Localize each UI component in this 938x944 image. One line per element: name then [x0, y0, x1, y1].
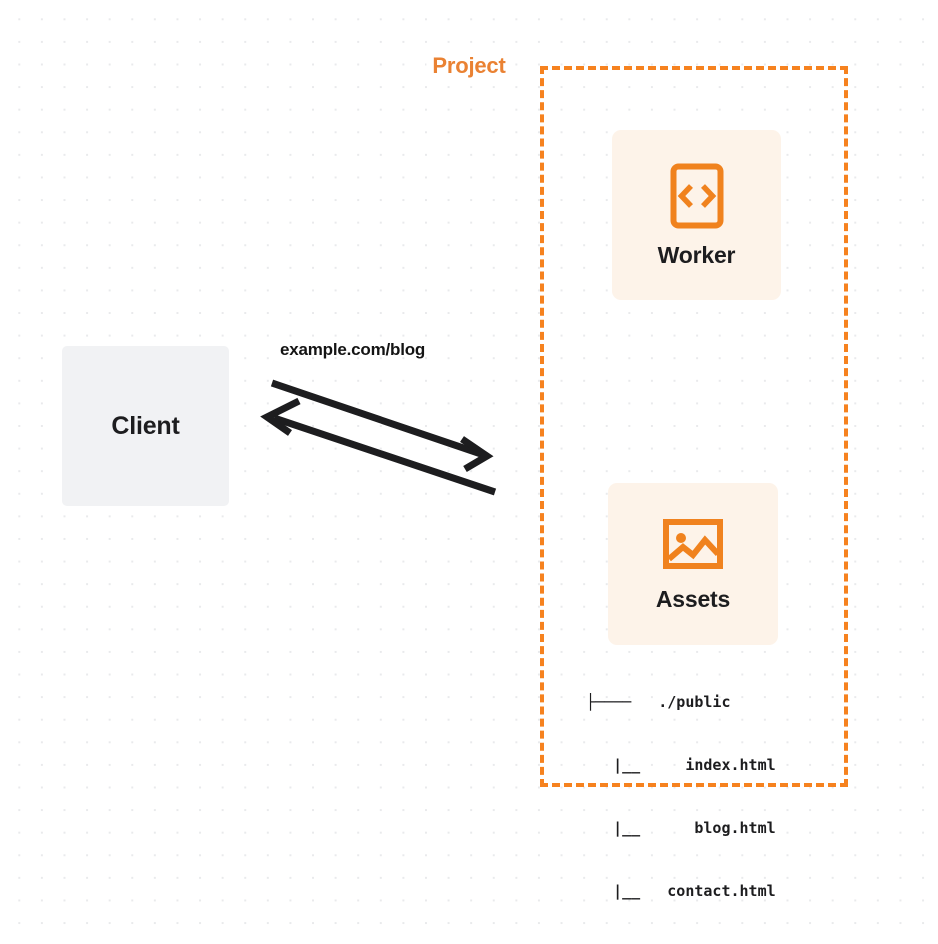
file-tree-row-blog: |__ blog.html [586, 819, 776, 837]
assets-node[interactable]: Assets [608, 483, 778, 645]
file-tree-row-contact: |__ contact.html [586, 882, 776, 900]
project-title: Project [426, 53, 512, 79]
file-tree: ├──── ./public |__ index.html |__ blog.h… [586, 650, 776, 944]
assets-label: Assets [655, 585, 731, 612]
client-label: Client [111, 411, 180, 440]
connector-label: example.com/blog [280, 340, 426, 359]
file-tree-row-index: |__ index.html [586, 756, 776, 774]
diagram-canvas: Client example.com/blog Project Worker [62, 53, 848, 900]
worker-label: Worker [657, 241, 736, 268]
image-icon [663, 518, 723, 569]
file-tree-row-root: ├──── ./public [586, 693, 731, 711]
arrow-request [270, 379, 494, 473]
code-brackets-icon [670, 163, 723, 228]
arrow-response [260, 397, 497, 496]
worker-node[interactable]: Worker [612, 130, 781, 300]
client-node[interactable]: Client [62, 346, 229, 506]
bidirectional-arrows [260, 379, 497, 496]
project-group [540, 66, 848, 787]
